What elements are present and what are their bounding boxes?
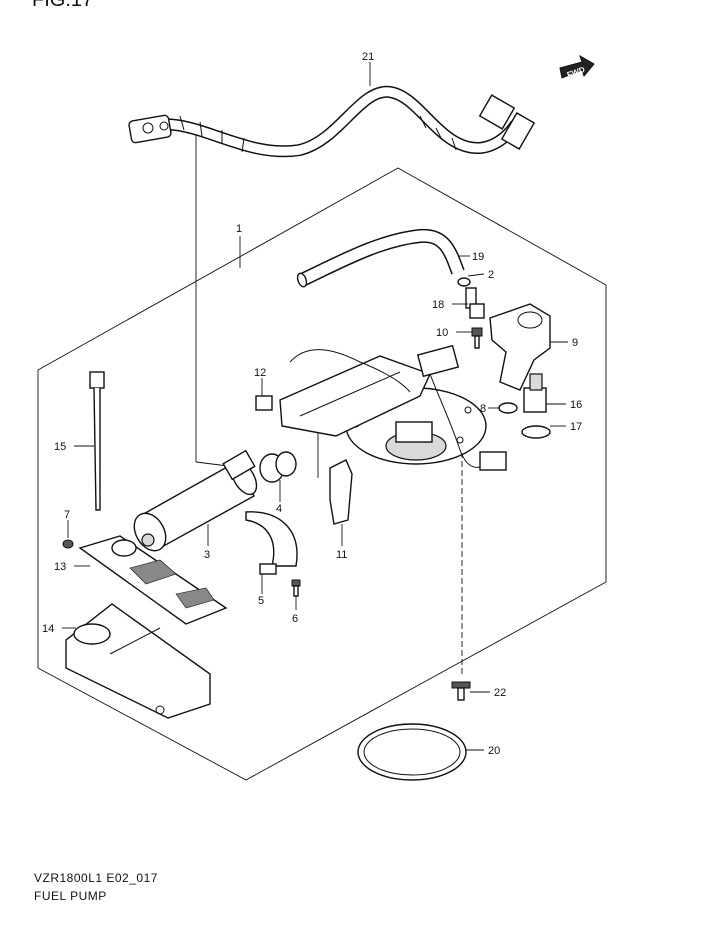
damper-4 — [259, 451, 297, 483]
callout-19: 19 — [472, 251, 484, 263]
fwd-arrow-icon: FWD — [559, 54, 595, 80]
bolt-10 — [471, 327, 483, 349]
cable-tie-15 — [89, 371, 105, 511]
callout-11: 11 — [336, 549, 347, 561]
wiring-harness-21 — [128, 85, 536, 158]
diagram-code: VZR1800L1 E02_017 — [34, 871, 158, 885]
connector-main — [416, 344, 460, 378]
callout-9: 9 — [572, 337, 578, 349]
callout-4: 4 — [276, 503, 282, 515]
case-14 — [65, 603, 211, 719]
gasket-20-inner — [363, 728, 461, 776]
callout-16: 16 — [570, 399, 582, 411]
o-ring-8 — [498, 402, 518, 414]
callout-18: 18 — [432, 299, 444, 311]
callout-17: 17 — [570, 421, 582, 433]
callout-5: 5 — [258, 595, 264, 607]
diagram-title: FUEL PUMP — [34, 889, 107, 903]
gasket-20-outer — [357, 723, 467, 781]
holder-11 — [329, 459, 353, 525]
bracket-9 — [489, 303, 551, 391]
assembly-outline — [37, 167, 607, 781]
leader-lines — [62, 62, 568, 751]
callout-6: 6 — [292, 613, 298, 625]
bolt-22 — [451, 681, 471, 701]
filter-13 — [78, 535, 228, 625]
nut-7 — [62, 539, 74, 549]
clip-2 — [457, 277, 471, 287]
screw-6 — [291, 579, 301, 597]
callout-2: 2 — [488, 269, 494, 281]
callout-22: 22 — [494, 687, 506, 699]
callout-14: 14 — [42, 623, 54, 635]
fitting-18 — [465, 287, 485, 319]
callout-10: 10 — [436, 327, 448, 339]
callout-7: 7 — [64, 509, 70, 521]
callout-8: 8 — [480, 403, 486, 415]
strap-5 — [245, 511, 298, 567]
callout-15: 15 — [54, 441, 66, 453]
connector-harness — [479, 451, 507, 471]
sensor-16 — [523, 373, 547, 413]
figure-label: FIG.17 — [32, 0, 93, 11]
callout-20: 20 — [488, 745, 500, 757]
callout-21: 21 — [362, 51, 374, 63]
fuel-pump-3 — [133, 449, 258, 552]
pump-bracket — [279, 355, 431, 437]
clip-12 — [255, 395, 273, 411]
callouts: 1 2 3 4 5 6 7 8 9 10 11 12 13 14 15 16 1… — [42, 51, 582, 757]
clamp-17 — [521, 425, 551, 439]
callout-3: 3 — [204, 549, 210, 561]
callout-1: 1 — [236, 223, 242, 235]
callout-13: 13 — [54, 561, 66, 573]
callout-12: 12 — [254, 367, 266, 379]
